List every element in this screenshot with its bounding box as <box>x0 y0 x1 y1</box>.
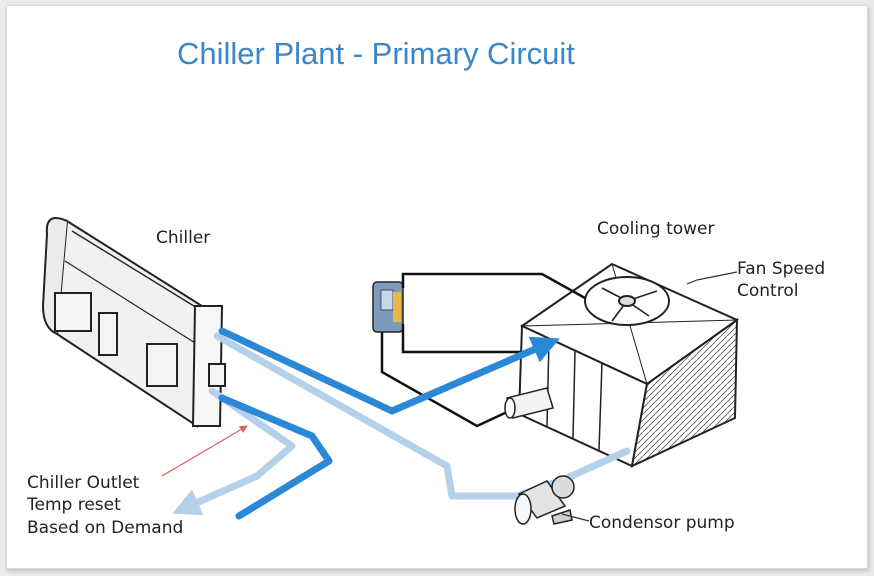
supply-pipes <box>218 327 560 520</box>
fan-speed-label-line2: Control <box>737 281 799 301</box>
leader-lines <box>561 271 738 522</box>
condensor-pump-label: Condensor pump <box>589 513 735 533</box>
cooling-tower-label: Cooling tower <box>597 219 715 239</box>
chiller-plant-diagram <box>41 217 740 525</box>
chiller-outlet-pointer-arrow <box>161 425 248 477</box>
chiller-unit <box>41 217 226 428</box>
chiller-outlet-label-line1: Chiller Outlet <box>27 473 140 493</box>
chiller-outlet-label-line2: Temp reset <box>27 495 121 515</box>
slide: Chiller Plant - Primary Circuit <box>6 5 868 569</box>
cooling-tower-unit <box>517 262 740 468</box>
fan-speed-control-device <box>372 281 404 333</box>
return-pipes <box>172 332 631 516</box>
chiller-outlet-label-line3: Based on Demand <box>27 518 184 538</box>
tower-motor <box>504 387 554 419</box>
chiller-label: Chiller <box>156 228 211 248</box>
page-title: Chiller Plant - Primary Circuit <box>177 36 575 71</box>
fan-speed-label-line1: Fan Speed <box>737 259 826 279</box>
condenser-pump <box>514 475 575 525</box>
control-wiring <box>380 272 586 428</box>
